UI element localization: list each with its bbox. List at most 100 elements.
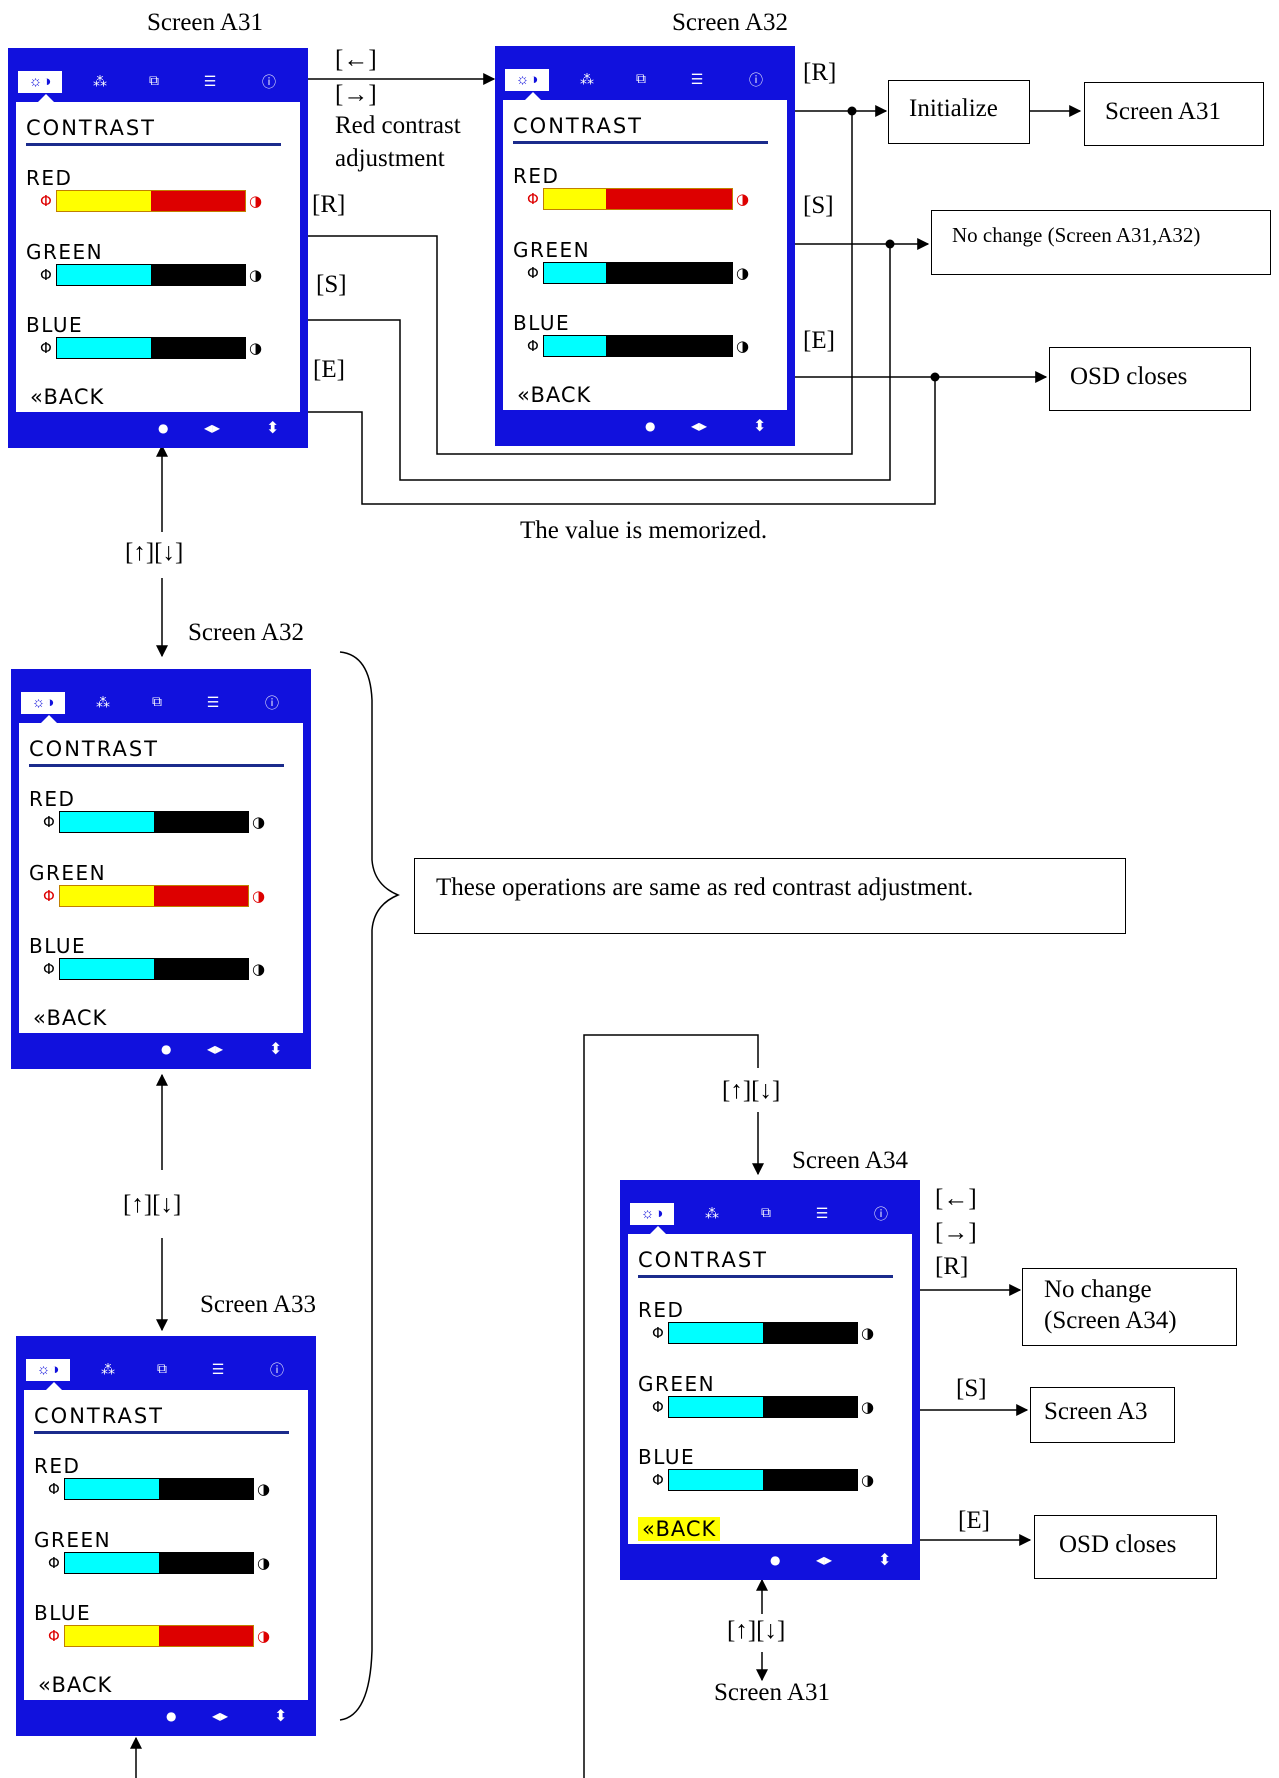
color-dots-icon[interactable]: ⁂: [101, 1362, 115, 1378]
info-icon[interactable]: ⓘ: [749, 74, 763, 89]
blue-label: BLUE: [638, 1445, 696, 1469]
title-rule: [638, 1275, 893, 1278]
back-button[interactable]: «BACK: [30, 385, 105, 409]
red-contrast-slider[interactable]: [668, 1322, 858, 1344]
blue-max-icon: ◑: [736, 337, 750, 355]
green-contrast-slider[interactable]: [56, 264, 246, 286]
blue-min-icon: Φ: [527, 337, 539, 355]
up-down-icon: ⬍: [269, 1039, 283, 1058]
osd-footer: ●◂▸⬍: [495, 412, 795, 442]
settings-icon[interactable]: ☰: [203, 74, 217, 90]
info-icon[interactable]: ⓘ: [265, 697, 279, 712]
settings-icon[interactable]: ☰: [690, 72, 704, 88]
a32-key-s: [S]: [803, 192, 834, 219]
brightness-contrast-icon[interactable]: ☼◑: [630, 1203, 674, 1225]
back-button[interactable]: «BACK: [517, 383, 592, 407]
position-icon[interactable]: ⧉: [761, 1206, 771, 1221]
back-button[interactable]: «BACK: [33, 1006, 108, 1030]
osd-tab-bar: ☼◑ ⁂ ⧉ ☰ ⓘ: [620, 1180, 920, 1234]
no-change-a31-a32-text: No change (Screen A31,A32): [952, 223, 1201, 247]
red-contrast-label-2: adjustment: [335, 145, 445, 172]
color-dots-icon[interactable]: ⁂: [580, 72, 594, 88]
red-min-icon: Φ: [48, 1480, 60, 1498]
osd-tab-bar: ☼◑ ⁂ ⧉ ☰ ⓘ: [8, 48, 308, 102]
contrast-title: CONTRAST: [513, 114, 643, 138]
contrast-title: CONTRAST: [34, 1404, 164, 1428]
red-min-icon: Φ: [43, 813, 55, 831]
info-icon[interactable]: ⓘ: [874, 1208, 888, 1223]
a31-key-r: [R]: [312, 191, 346, 218]
green-contrast-slider[interactable]: [59, 885, 249, 907]
green-contrast-slider[interactable]: [668, 1396, 858, 1418]
blue-contrast-slider[interactable]: [543, 335, 733, 357]
blue-contrast-slider[interactable]: [64, 1625, 254, 1647]
blue-max-icon: ◑: [249, 339, 263, 357]
red-max-icon: ◑: [257, 1480, 271, 1498]
screen-a31-box: Screen A31: [1084, 82, 1264, 146]
screen-a33-caption: Screen A33: [200, 1291, 316, 1318]
blue-label: BLUE: [513, 311, 571, 335]
screen-a32-left-caption: Screen A32: [188, 619, 304, 646]
blue-label: BLUE: [29, 934, 87, 958]
osd-footer: ●◂▸⬍: [11, 1035, 311, 1065]
osd-tab-bar: ☼◑ ⁂ ⧉ ☰ ⓘ: [495, 46, 795, 100]
dot-icon: ●: [166, 1709, 177, 1723]
green-label: GREEN: [29, 861, 107, 885]
red-contrast-slider[interactable]: [543, 188, 733, 210]
settings-icon[interactable]: ☰: [211, 1362, 225, 1378]
settings-icon[interactable]: ☰: [206, 695, 220, 711]
brightness-contrast-icon[interactable]: ☼◑: [26, 1359, 70, 1381]
position-icon[interactable]: ⧉: [636, 72, 646, 87]
info-icon[interactable]: ⓘ: [270, 1364, 284, 1379]
up-down-icon: ⬍: [274, 1706, 288, 1725]
color-dots-icon[interactable]: ⁂: [96, 695, 110, 711]
key-left-label: [←]: [335, 46, 377, 73]
blue-contrast-slider[interactable]: [56, 337, 246, 359]
red-label: RED: [29, 787, 76, 811]
green-min-icon: Φ: [40, 266, 52, 284]
brightness-contrast-icon[interactable]: ☼◑: [18, 71, 62, 93]
no-change-a34-line2: (Screen A34): [1044, 1307, 1177, 1335]
color-dots-icon[interactable]: ⁂: [93, 74, 107, 90]
dot-icon: ●: [158, 421, 169, 435]
key-right-label: [→]: [335, 81, 377, 108]
position-icon[interactable]: ⧉: [152, 695, 162, 710]
a34-key-right: [→]: [935, 1219, 977, 1246]
red-label: RED: [34, 1454, 81, 1478]
red-label: RED: [26, 166, 73, 190]
blue-contrast-slider[interactable]: [59, 958, 249, 980]
osd-closes-box-2: OSD closes: [1034, 1515, 1217, 1579]
position-icon[interactable]: ⧉: [157, 1362, 167, 1377]
osd-tab-bar: ☼◑ ⁂ ⧉ ☰ ⓘ: [16, 1336, 316, 1390]
screen-a32-top-caption: Screen A32: [672, 9, 788, 36]
info-icon[interactable]: ⓘ: [262, 76, 276, 91]
red-contrast-slider[interactable]: [56, 190, 246, 212]
settings-icon[interactable]: ☰: [815, 1206, 829, 1222]
green-contrast-slider[interactable]: [543, 262, 733, 284]
no-change-a34-line1: No change: [1044, 1276, 1152, 1303]
blue-contrast-slider[interactable]: [668, 1469, 858, 1491]
screen-a3-box: Screen A3: [1030, 1387, 1175, 1443]
color-dots-icon[interactable]: ⁂: [705, 1206, 719, 1222]
a31-key-s: [S]: [316, 271, 347, 298]
no-change-a34-box: No change (Screen A34): [1022, 1268, 1237, 1346]
red-contrast-slider[interactable]: [64, 1478, 254, 1500]
up-down-icon: ⬍: [266, 418, 280, 437]
initialize-box: Initialize: [888, 80, 1030, 144]
brightness-contrast-icon[interactable]: ☼◑: [505, 69, 549, 91]
blue-max-icon: ◑: [861, 1471, 875, 1489]
position-icon[interactable]: ⧉: [149, 74, 159, 89]
brightness-contrast-icon[interactable]: ☼◑: [21, 692, 65, 714]
left-right-icon: ◂▸: [212, 1706, 229, 1725]
green-label: GREEN: [26, 240, 104, 264]
back-button[interactable]: «BACK: [638, 1517, 721, 1541]
green-contrast-slider[interactable]: [64, 1552, 254, 1574]
blue-max-icon: ◑: [252, 960, 266, 978]
back-button[interactable]: «BACK: [38, 1673, 113, 1697]
red-contrast-label-1: Red contrast: [335, 112, 461, 139]
red-contrast-slider[interactable]: [59, 811, 249, 833]
